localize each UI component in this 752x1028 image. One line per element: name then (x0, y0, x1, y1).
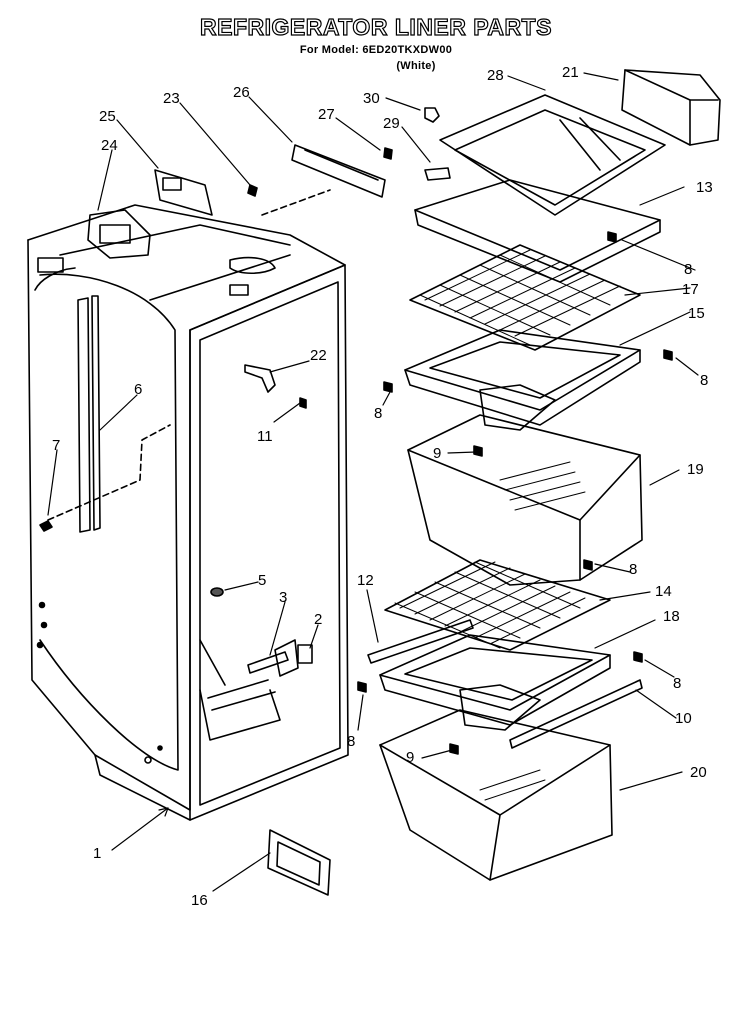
callout-1: 1 (93, 845, 101, 862)
callout-16: 16 (191, 892, 208, 909)
shelves-drawing (267, 69, 721, 896)
callout-10: 10 (675, 710, 692, 727)
callout-23: 23 (163, 90, 180, 107)
callout-12: 12 (357, 572, 374, 589)
callout-8a: 8 (684, 261, 692, 278)
model-line: For Model: 6ED20TKXDW00 (299, 44, 453, 56)
callout-3: 3 (279, 589, 287, 606)
callout-28: 28 (487, 67, 504, 84)
color-line: (White) (396, 60, 436, 72)
callout-7: 7 (52, 437, 60, 454)
callout-20: 20 (690, 764, 707, 781)
callout-8c: 8 (374, 405, 382, 422)
callout-25: 25 (99, 108, 116, 125)
refrigerator-liner-drawing (27, 204, 349, 821)
callout-13: 13 (696, 179, 713, 196)
callout-6: 6 (134, 381, 142, 398)
callout-22: 22 (310, 347, 327, 364)
leader-lines (47, 72, 699, 892)
callout-26: 26 (233, 84, 250, 101)
callout-30: 30 (363, 90, 380, 107)
callout-17: 17 (682, 281, 699, 298)
callout-5: 5 (258, 572, 266, 589)
callout-29: 29 (383, 115, 400, 132)
callout-9b: 9 (406, 749, 414, 766)
callout-21: 21 (562, 64, 579, 81)
callout-9a: 9 (433, 445, 441, 462)
callout-8b: 8 (700, 372, 708, 389)
callout-19: 19 (687, 461, 704, 478)
callout-27: 27 (318, 106, 335, 123)
top-parts-drawing (87, 107, 451, 259)
callout-24: 24 (101, 137, 118, 154)
callout-8f: 8 (347, 733, 355, 750)
callout-18: 18 (663, 608, 680, 625)
diagram-title: REFRIGERATOR LINER PARTS (199, 13, 552, 40)
callout-11: 11 (257, 428, 273, 445)
callout-2: 2 (314, 611, 322, 628)
callout-14: 14 (655, 583, 672, 600)
callout-8d: 8 (629, 561, 637, 578)
callout-15: 15 (688, 305, 705, 322)
callout-8e: 8 (673, 675, 681, 692)
